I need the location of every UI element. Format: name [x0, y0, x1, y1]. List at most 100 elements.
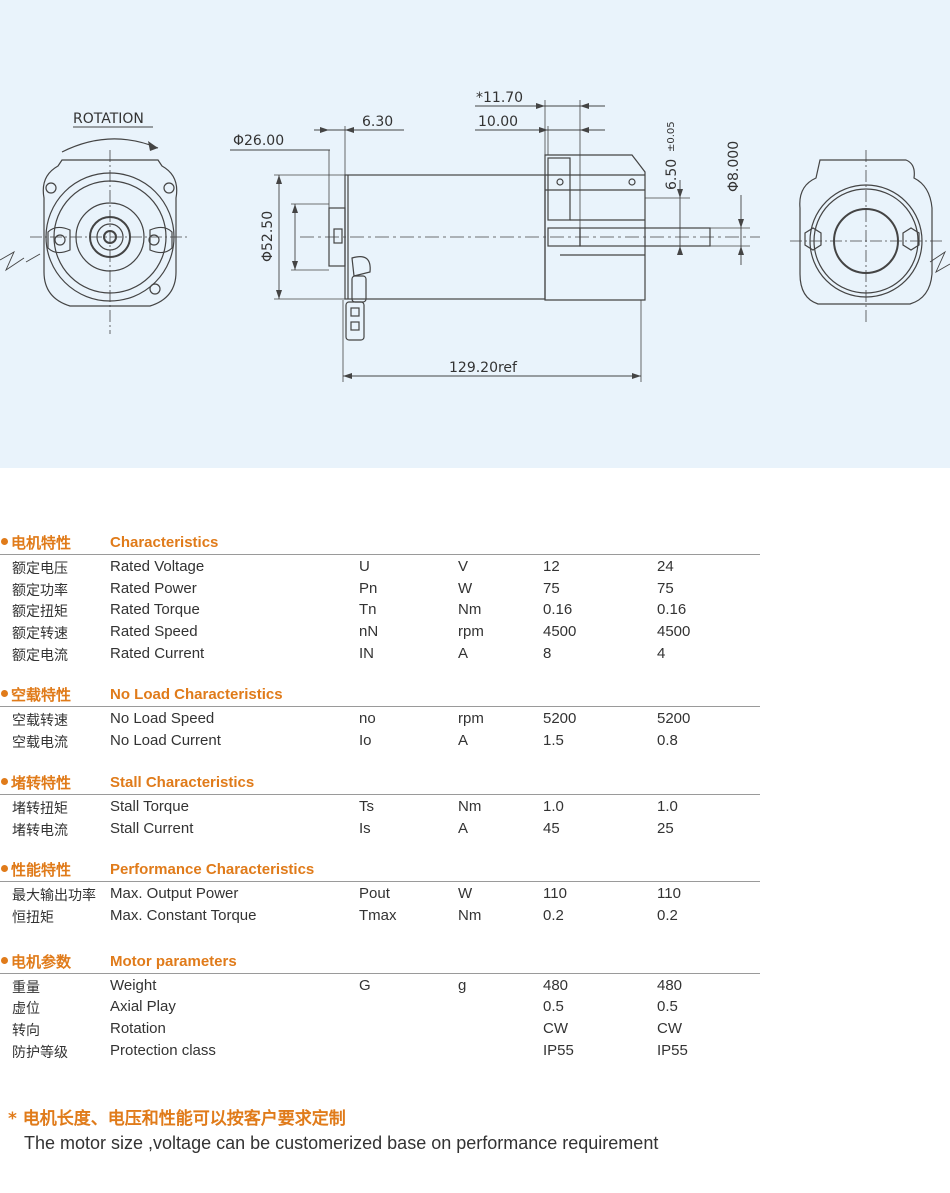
dim-len-129-20: 129.20ref: [449, 360, 518, 376]
cell-v2: 24: [657, 558, 674, 575]
cell-cn: 额定电流: [12, 647, 68, 664]
cell-unit: A: [458, 644, 469, 662]
cell-v1: 110: [543, 885, 567, 903]
cell-unit: rpm: [458, 623, 484, 641]
cell-cn: 额定电压: [12, 561, 68, 577]
cell-en: Rated Power: [110, 579, 197, 597]
cell-en: Axial Play: [110, 998, 176, 1016]
cell-v2: 0.5: [657, 998, 678, 1016]
cell-unit: g: [458, 976, 467, 994]
cell-v2: 4: [657, 644, 666, 662]
footnote: * 电机长度、电压和性能可以按客户要求定制 The motor size ,vo…: [8, 1104, 658, 1154]
dim-6-50: 6.50: [664, 159, 680, 190]
dim-6-50-tolerance: ±0.05: [666, 121, 677, 152]
cell-v2: 0.8: [657, 732, 678, 750]
cell-unit: V: [458, 558, 469, 575]
cell-cn: 额定转速: [12, 626, 68, 643]
cell-cn: 堵转扭矩: [12, 800, 68, 817]
dim-len-6-30: 6.30: [362, 114, 393, 130]
cell-v1: 8: [543, 644, 552, 662]
section-title-en: Motor parameters: [110, 952, 237, 970]
cell-en: Stall Current: [110, 819, 194, 837]
cell-en: Rated Speed: [110, 623, 198, 641]
rear-end-view: [790, 150, 950, 325]
rotation-arrow-icon: [61, 138, 159, 153]
bullet-icon: [1, 538, 8, 545]
cell-cn: 额定功率: [12, 582, 68, 599]
cell-v2: 0.16: [657, 601, 687, 619]
cell-v1: 1.0: [543, 797, 564, 815]
cell-en: Rated Current: [110, 644, 205, 662]
section-header: 性能特性 Performance Characteristics: [0, 857, 760, 883]
cell-v2: IP55: [657, 1041, 688, 1059]
cell-cn: 空载电流: [12, 735, 68, 752]
cell-v1: 5200: [543, 710, 577, 728]
cell-sym: Tn: [359, 601, 377, 619]
section-title-en: No Load Characteristics: [110, 686, 283, 704]
cell-unit: Nm: [458, 906, 482, 924]
section-title-cn: 性能特性: [11, 861, 72, 880]
cell-cn: 防护等级: [12, 1044, 68, 1061]
section-title-cn: 电机参数: [11, 952, 72, 971]
front-end-view: ROTATION: [0, 111, 190, 334]
section-title-cn: 堵转特性: [11, 773, 72, 792]
cell-cn: 转向: [12, 1022, 40, 1039]
cell-v1: 4500: [543, 623, 577, 641]
cell-unit: Nm: [458, 601, 482, 619]
cell-v1: 1.5: [543, 732, 564, 750]
side-view: Φ26.00 6.30 Φ52.50 *11.70 10.: [230, 90, 760, 382]
cell-sym: U: [359, 558, 370, 575]
cell-unit: A: [458, 732, 469, 750]
cell-unit: W: [458, 579, 473, 597]
cell-unit: rpm: [458, 710, 484, 728]
dim-len-11-70: *11.70: [476, 90, 523, 106]
bullet-icon: [1, 690, 8, 698]
cell-sym: G: [359, 976, 371, 994]
table-row: 额定电流 Rated Current IN A 8 4: [0, 642, 760, 664]
technical-drawing-panel: ROTATION: [0, 0, 950, 468]
table-row: 防护等级 Protection class IP55 IP55: [0, 1039, 760, 1061]
cell-v1: 0.2: [543, 906, 564, 924]
cell-sym: Io: [359, 732, 372, 750]
cell-cn: 虚位: [12, 1001, 40, 1018]
section-title-cn: 电机特性: [11, 534, 72, 552]
cell-unit: A: [458, 819, 469, 837]
cell-sym: Pn: [359, 579, 378, 597]
cell-en: Rated Torque: [110, 601, 200, 619]
cell-en: Protection class: [110, 1041, 216, 1059]
section-title-en: Stall Characteristics: [110, 773, 255, 791]
cell-v1: 12: [543, 558, 560, 575]
cell-sym: Pout: [359, 885, 390, 903]
cell-sym: Is: [359, 819, 371, 837]
motor-technical-drawing: ROTATION: [0, 90, 950, 382]
cell-cn: 堵转电流: [12, 822, 68, 839]
cell-v2: 1.0: [657, 797, 678, 815]
cell-unit: Nm: [458, 797, 482, 815]
cell-sym: IN: [359, 644, 374, 662]
section-title-cn: 空载特性: [11, 686, 72, 705]
cell-v2: 4500: [657, 623, 691, 641]
dim-dia-8: Φ8.000: [726, 141, 742, 192]
cell-v1: IP55: [543, 1041, 574, 1059]
dim-dia-52-50: Φ52.50: [260, 211, 276, 262]
footnote-en: The motor size ,voltage can be customeri…: [24, 1133, 659, 1153]
section-title-en: Performance Characteristics: [110, 861, 315, 879]
cell-v2: 25: [657, 819, 674, 837]
